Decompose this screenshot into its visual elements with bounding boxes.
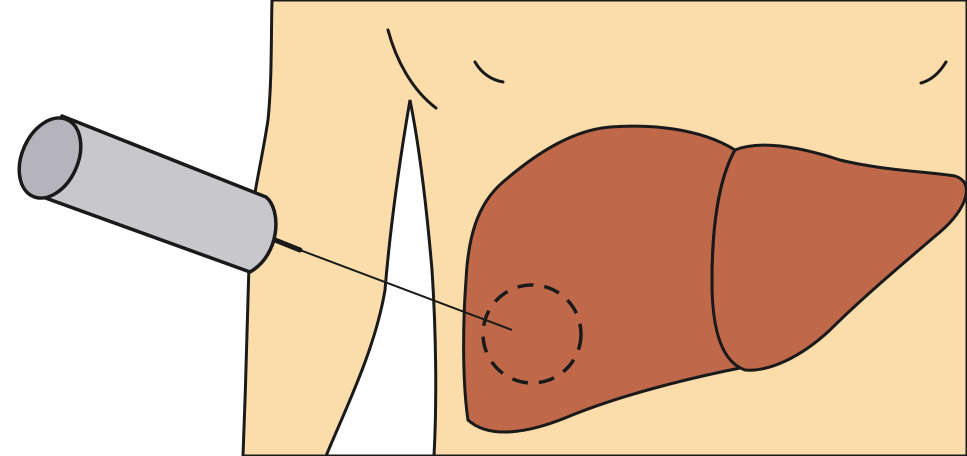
illustration-canvas [0,0,967,456]
liver-biopsy-illustration [0,0,967,456]
